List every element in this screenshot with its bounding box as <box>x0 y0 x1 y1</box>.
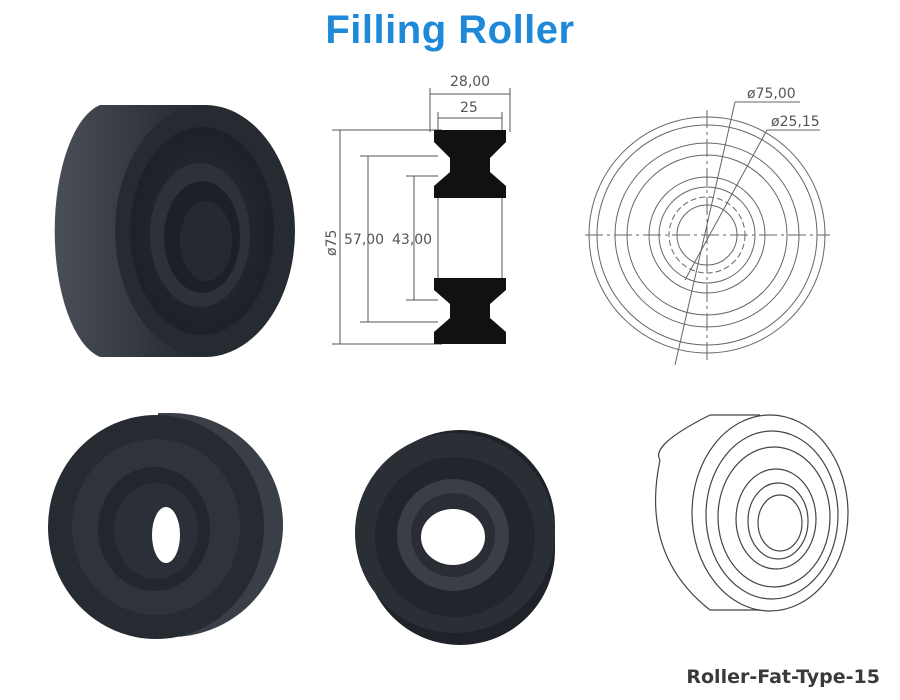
dim-outer-diameter: ø75 <box>324 230 340 256</box>
dim-front-bore-diameter: ø25,15 <box>771 114 820 130</box>
dim-diameter-57: 57,00 <box>344 232 384 248</box>
front-view-drawing: ø75,00 ø25,15 <box>585 86 830 366</box>
section-drawing: 28,00 25 ø75 57,00 43,00 <box>324 74 511 345</box>
model-name-caption: Roller-Fat-Type-15 <box>686 666 880 688</box>
page-title: Filling Roller <box>325 8 575 52</box>
dim-overall-width: 28,00 <box>450 74 490 90</box>
roller-render-angled <box>54 105 295 357</box>
roller-isometric-drawing <box>654 414 849 612</box>
dim-inner-width: 25 <box>460 100 478 116</box>
dim-diameter-43: 43,00 <box>392 232 432 248</box>
dim-front-outer-diameter: ø75,00 <box>747 86 796 102</box>
roller-render-front <box>355 430 555 645</box>
roller-render-left <box>48 412 284 639</box>
